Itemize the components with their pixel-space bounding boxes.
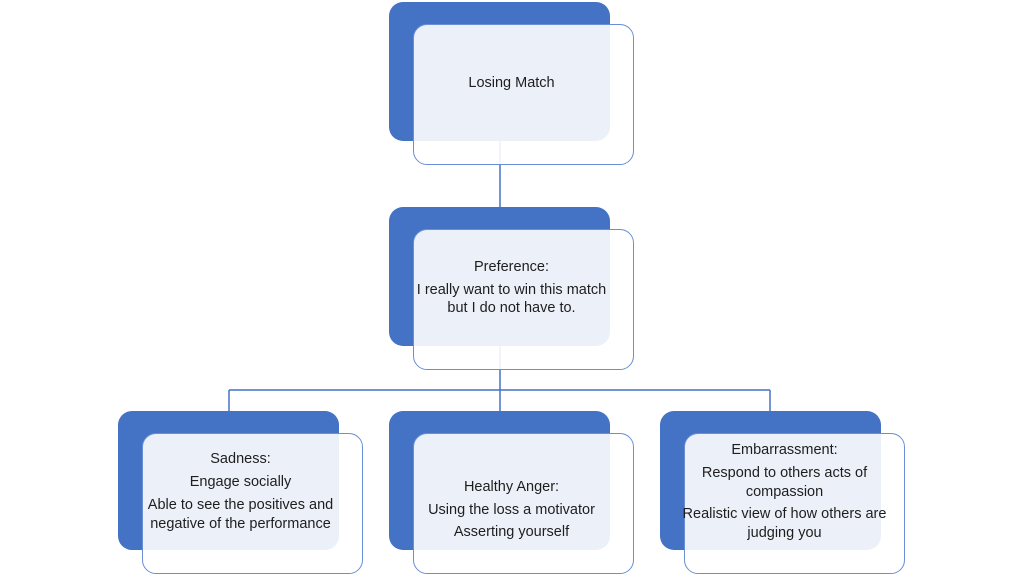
node-text: Preference: I really want to win this ma… — [413, 229, 610, 347]
node-text: Sadness: Engage socially Able to see the… — [135, 433, 346, 551]
node-text: Losing Match — [413, 24, 610, 142]
node-line: Respond to others acts of compassion — [701, 464, 868, 500]
node-title: Healthy Anger: — [463, 478, 560, 495]
node-preference: Preference: I really want to win this ma… — [389, 207, 635, 371]
node-card — [413, 229, 634, 370]
node-healthy-anger: Healthy Anger: Using the loss a motivato… — [389, 411, 635, 575]
node-title: Losing Match — [468, 74, 555, 91]
node-card — [142, 433, 363, 574]
node-line: Using the loss a motivator — [428, 501, 595, 518]
node-text: Healthy Anger: Using the loss a motivato… — [413, 433, 610, 569]
node-text: Embarrassment: Respond to others acts of… — [682, 433, 887, 551]
node-line: Able to see the positives and negative o… — [147, 497, 334, 532]
node-title: Embarrassment: — [731, 441, 838, 458]
node-line: Asserting yourself — [453, 524, 570, 541]
node-embarrassment: Embarrassment: Respond to others acts of… — [660, 411, 906, 575]
node-line: Engage socially — [189, 474, 292, 491]
node-title: Preference: — [474, 258, 549, 275]
node-sadness: Sadness: Engage socially Able to see the… — [118, 411, 364, 575]
node-line: Realistic view of how others are judging… — [682, 506, 887, 542]
node-card — [413, 433, 634, 574]
node-card — [413, 24, 634, 165]
node-line: I really want to win this match but I do… — [416, 281, 607, 317]
node-card — [684, 433, 905, 574]
node-losing-match: Losing Match — [389, 2, 635, 166]
node-title: Sadness: — [210, 451, 271, 468]
